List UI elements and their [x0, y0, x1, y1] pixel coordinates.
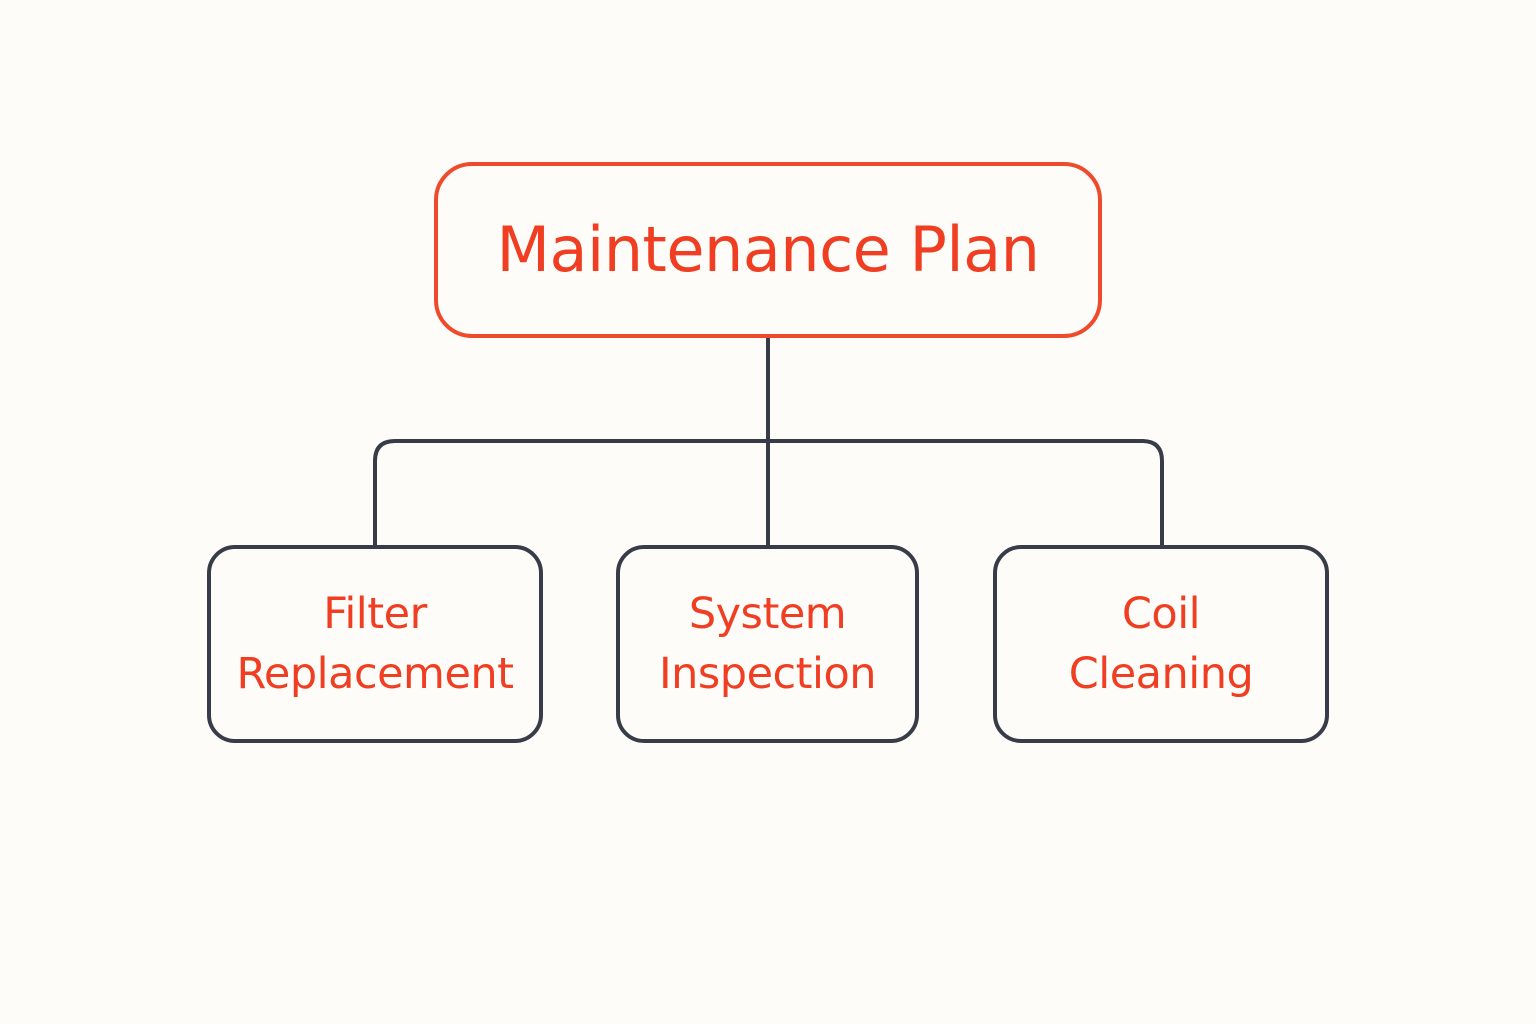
child-node-label-line1: Coil [1121, 589, 1201, 639]
child-node-label-line2: Inspection [658, 649, 877, 699]
child-node-label-line2: Cleaning [1068, 649, 1254, 699]
child-node-label-line2: Replacement [236, 649, 514, 699]
child-node-filter-replacement: Filter Replacement [207, 545, 543, 743]
child-node-system-inspection: System Inspection [616, 545, 919, 743]
root-node-label: Maintenance Plan [496, 213, 1040, 286]
child-node-label-line1: System [688, 589, 847, 639]
child-node-label-line1: Filter [323, 589, 427, 639]
root-node-maintenance-plan: Maintenance Plan [434, 162, 1102, 338]
child-node-coil-cleaning: Coil Cleaning [993, 545, 1329, 743]
